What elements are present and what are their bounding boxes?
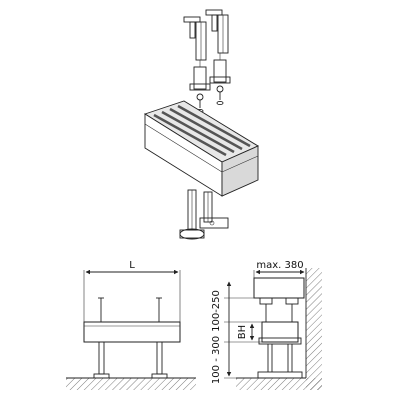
grille-slots bbox=[153, 104, 251, 157]
front-view: L bbox=[66, 260, 196, 390]
feet-isometric bbox=[179, 189, 229, 240]
lower-bracket-right bbox=[209, 53, 231, 106]
lower-range-label: 100 - 300 bbox=[211, 336, 222, 384]
upper-range-label: 100-250 bbox=[211, 290, 222, 332]
box-height-label: BH bbox=[237, 325, 248, 339]
dimension-length-label: L bbox=[129, 260, 135, 271]
side-view: max. 380 100-250 BH 100 - 300 bbox=[211, 260, 322, 390]
upper-bracket-right bbox=[205, 9, 229, 54]
upper-bracket-left bbox=[183, 16, 207, 61]
exploded-bracket-parts bbox=[183, 9, 231, 114]
radiator-isometric bbox=[143, 100, 259, 197]
lower-bracket-left bbox=[189, 60, 211, 114]
max-depth-label: max. 380 bbox=[256, 260, 303, 271]
